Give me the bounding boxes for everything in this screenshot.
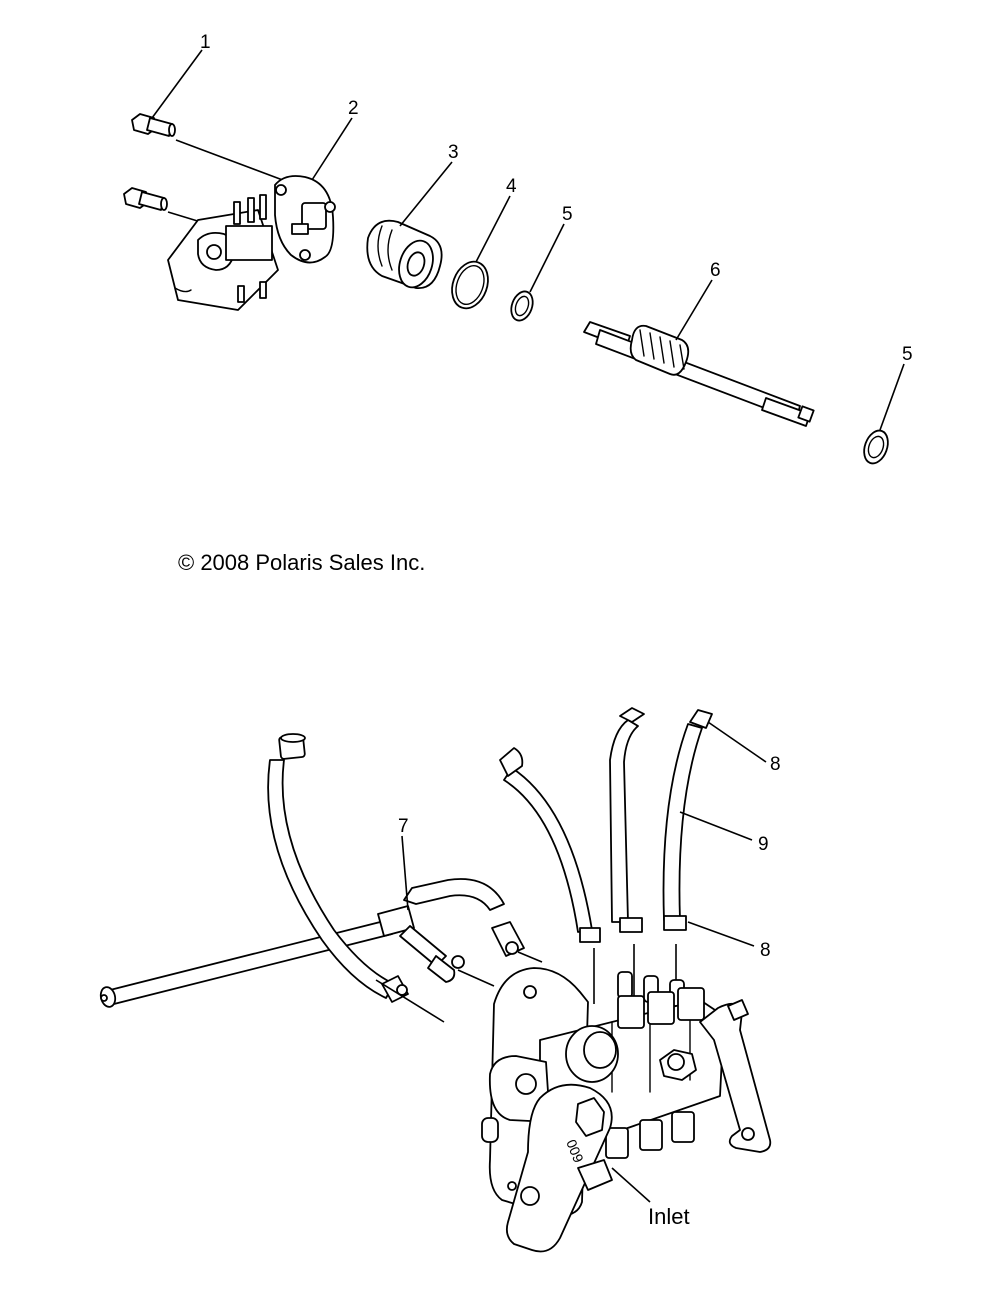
inlet-label: Inlet xyxy=(648,1204,690,1229)
callout-8b: 8 xyxy=(760,940,771,961)
callout-6: 6 xyxy=(710,260,721,281)
callout-3: 3 xyxy=(448,142,459,163)
oil-pump-large xyxy=(481,967,772,1253)
o-ring-part-4 xyxy=(451,260,489,310)
hose-to-pump-leader-3 xyxy=(517,951,543,963)
drive-shaft-part-6 xyxy=(583,321,815,427)
callout-5b-leader xyxy=(879,363,905,431)
hose-to-pump-leader-2 xyxy=(457,969,495,987)
hose-left xyxy=(267,733,409,1003)
callout-6-leader xyxy=(675,279,713,341)
inlet-leader xyxy=(611,1167,651,1203)
callout-9: 9 xyxy=(758,834,769,855)
bolt-part-1 xyxy=(131,113,176,137)
callout-8a: 8 xyxy=(770,754,781,775)
callout-5b: 5 xyxy=(902,344,913,365)
callout-7-leader xyxy=(401,835,409,911)
callout-5a: 5 xyxy=(562,204,573,225)
hose-top-2 xyxy=(609,707,645,933)
callout-3-leader xyxy=(399,161,453,227)
oil-pump-part-2 xyxy=(167,175,336,311)
copyright-note: © 2008 Polaris Sales Inc. xyxy=(178,550,425,575)
callout-5a-leader xyxy=(529,223,565,293)
callout-8b-leader xyxy=(687,921,755,947)
callout-1-leader xyxy=(151,49,203,119)
callout-8a-leader xyxy=(707,721,767,763)
hose-top-3-part-9 xyxy=(662,709,713,931)
callout-7: 7 xyxy=(398,816,409,837)
bolt-leader-line xyxy=(175,139,289,183)
hose-top-1 xyxy=(499,747,601,943)
callout-4: 4 xyxy=(506,176,517,197)
callout-9-leader xyxy=(679,811,753,841)
washer-part-5-b xyxy=(863,429,889,465)
bolt-part-1-lower xyxy=(123,187,168,211)
hose-to-pump-leader-1 xyxy=(375,979,445,1023)
washer-part-5 xyxy=(510,290,534,322)
callout-1: 1 xyxy=(200,32,211,53)
callout-4-leader xyxy=(475,195,511,263)
callout-2-leader xyxy=(311,117,353,181)
callout-2: 2 xyxy=(348,98,359,119)
bushing-part-3 xyxy=(366,219,443,289)
hose-assembly-part-7 xyxy=(99,878,525,1008)
